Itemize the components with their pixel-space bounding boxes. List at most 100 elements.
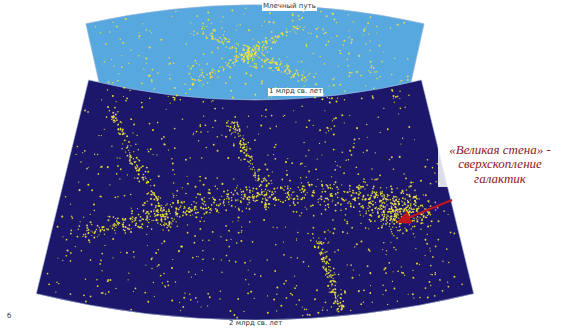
galaxy-dot	[360, 303, 362, 305]
galaxy-dot	[102, 226, 104, 228]
galaxy-dot	[237, 25, 238, 26]
galaxy-dot	[199, 125, 201, 127]
galaxy-dot	[78, 229, 79, 230]
galaxy-dot	[338, 274, 340, 276]
galaxy-dot	[276, 227, 277, 228]
galaxy-dot	[97, 236, 98, 237]
galaxy-dot	[267, 190, 268, 191]
galaxy-dot	[301, 212, 303, 214]
galaxy-dot	[387, 211, 389, 213]
galaxy-dot	[215, 199, 216, 200]
galaxy-dot	[248, 52, 250, 54]
galaxy-dot	[443, 210, 445, 212]
galaxy-dot	[166, 109, 167, 110]
galaxy-dot	[88, 239, 90, 241]
galaxy-dot	[288, 191, 290, 193]
galaxy-dot	[254, 94, 256, 96]
galaxy-dot	[385, 267, 387, 269]
galaxy-dot	[155, 215, 156, 216]
galaxy-dot	[421, 205, 423, 207]
galaxy-dot	[286, 170, 287, 171]
galaxy-dot	[109, 31, 110, 32]
galaxy-dot	[327, 187, 329, 189]
galaxy-dot	[374, 207, 376, 209]
galaxy-dot	[384, 202, 386, 204]
galaxy-dot	[258, 133, 259, 134]
galaxy-dot	[394, 288, 396, 290]
galaxy-dot	[264, 206, 266, 208]
galaxy-dot	[280, 201, 281, 202]
galaxy-dot	[358, 290, 360, 292]
galaxy-dot	[203, 76, 205, 78]
galaxy-dot	[307, 233, 309, 235]
galaxy-dot	[238, 157, 240, 159]
galaxy-dot	[117, 157, 118, 158]
galaxy-dot	[94, 232, 96, 234]
galaxy-dot	[150, 210, 152, 212]
galaxy-dot	[223, 200, 224, 201]
galaxy-dot	[130, 231, 132, 233]
galaxy-dot	[221, 183, 223, 185]
galaxy-dot	[209, 72, 210, 73]
galaxy-dot	[307, 182, 309, 184]
galaxy-dot	[202, 33, 204, 35]
galaxy-dot	[324, 191, 325, 192]
galaxy-dot	[254, 66, 256, 68]
galaxy-dot	[405, 209, 406, 210]
galaxy-dot	[197, 79, 199, 81]
galaxy-dot	[434, 172, 436, 174]
galaxy-dot	[71, 215, 73, 217]
galaxy-dot	[301, 182, 302, 183]
galaxy-dot	[306, 209, 307, 210]
galaxy-dot	[234, 190, 236, 192]
galaxy-dot	[386, 250, 387, 251]
galaxy-dot	[170, 62, 171, 63]
galaxy-dot	[99, 195, 101, 197]
galaxy-dot	[112, 82, 114, 84]
galaxy-dot	[219, 42, 220, 43]
galaxy-dot	[191, 209, 193, 211]
galaxy-dot	[343, 172, 345, 174]
galaxy-dot	[317, 312, 319, 314]
galaxy-dot	[400, 81, 401, 82]
galaxy-dot	[343, 44, 344, 45]
galaxy-dot	[319, 198, 320, 199]
galaxy-dot	[286, 174, 288, 176]
galaxy-dot	[174, 128, 175, 129]
galaxy-dot	[414, 139, 415, 140]
galaxy-dot	[199, 193, 201, 195]
galaxy-dot	[330, 195, 332, 197]
galaxy-dot	[312, 204, 314, 206]
galaxy-dot	[358, 138, 360, 140]
galaxy-dot	[149, 219, 150, 220]
galaxy-dot	[296, 195, 297, 196]
galaxy-dot	[332, 14, 333, 15]
galaxy-dot	[368, 249, 370, 251]
galaxy-dot	[219, 298, 220, 299]
galaxy-dot	[122, 143, 123, 144]
galaxy-dot	[162, 214, 163, 215]
galaxy-dot	[430, 250, 431, 251]
galaxy-dot	[285, 161, 287, 163]
galaxy-dot	[331, 37, 332, 38]
galaxy-dot	[386, 187, 387, 188]
galaxy-dot	[171, 16, 172, 17]
galaxy-dot	[219, 199, 220, 200]
galaxy-dot	[93, 203, 95, 205]
galaxy-dot	[190, 215, 192, 217]
galaxy-dot	[237, 185, 238, 186]
galaxy-dot	[285, 193, 286, 194]
galaxy-dot	[196, 15, 198, 17]
galaxy-dot	[352, 192, 354, 194]
galaxy-dot	[382, 285, 383, 286]
galaxy-dot	[192, 134, 193, 135]
galaxy-dot	[176, 190, 178, 192]
galaxy-dot	[241, 54, 243, 56]
galaxy-dot	[293, 198, 295, 200]
galaxy-dot	[202, 26, 204, 28]
galaxy-dot	[377, 116, 379, 118]
galaxy-dot	[219, 37, 221, 39]
galaxy-dot	[401, 80, 403, 82]
galaxy-dot	[359, 191, 360, 192]
galaxy-dot	[202, 208, 204, 210]
